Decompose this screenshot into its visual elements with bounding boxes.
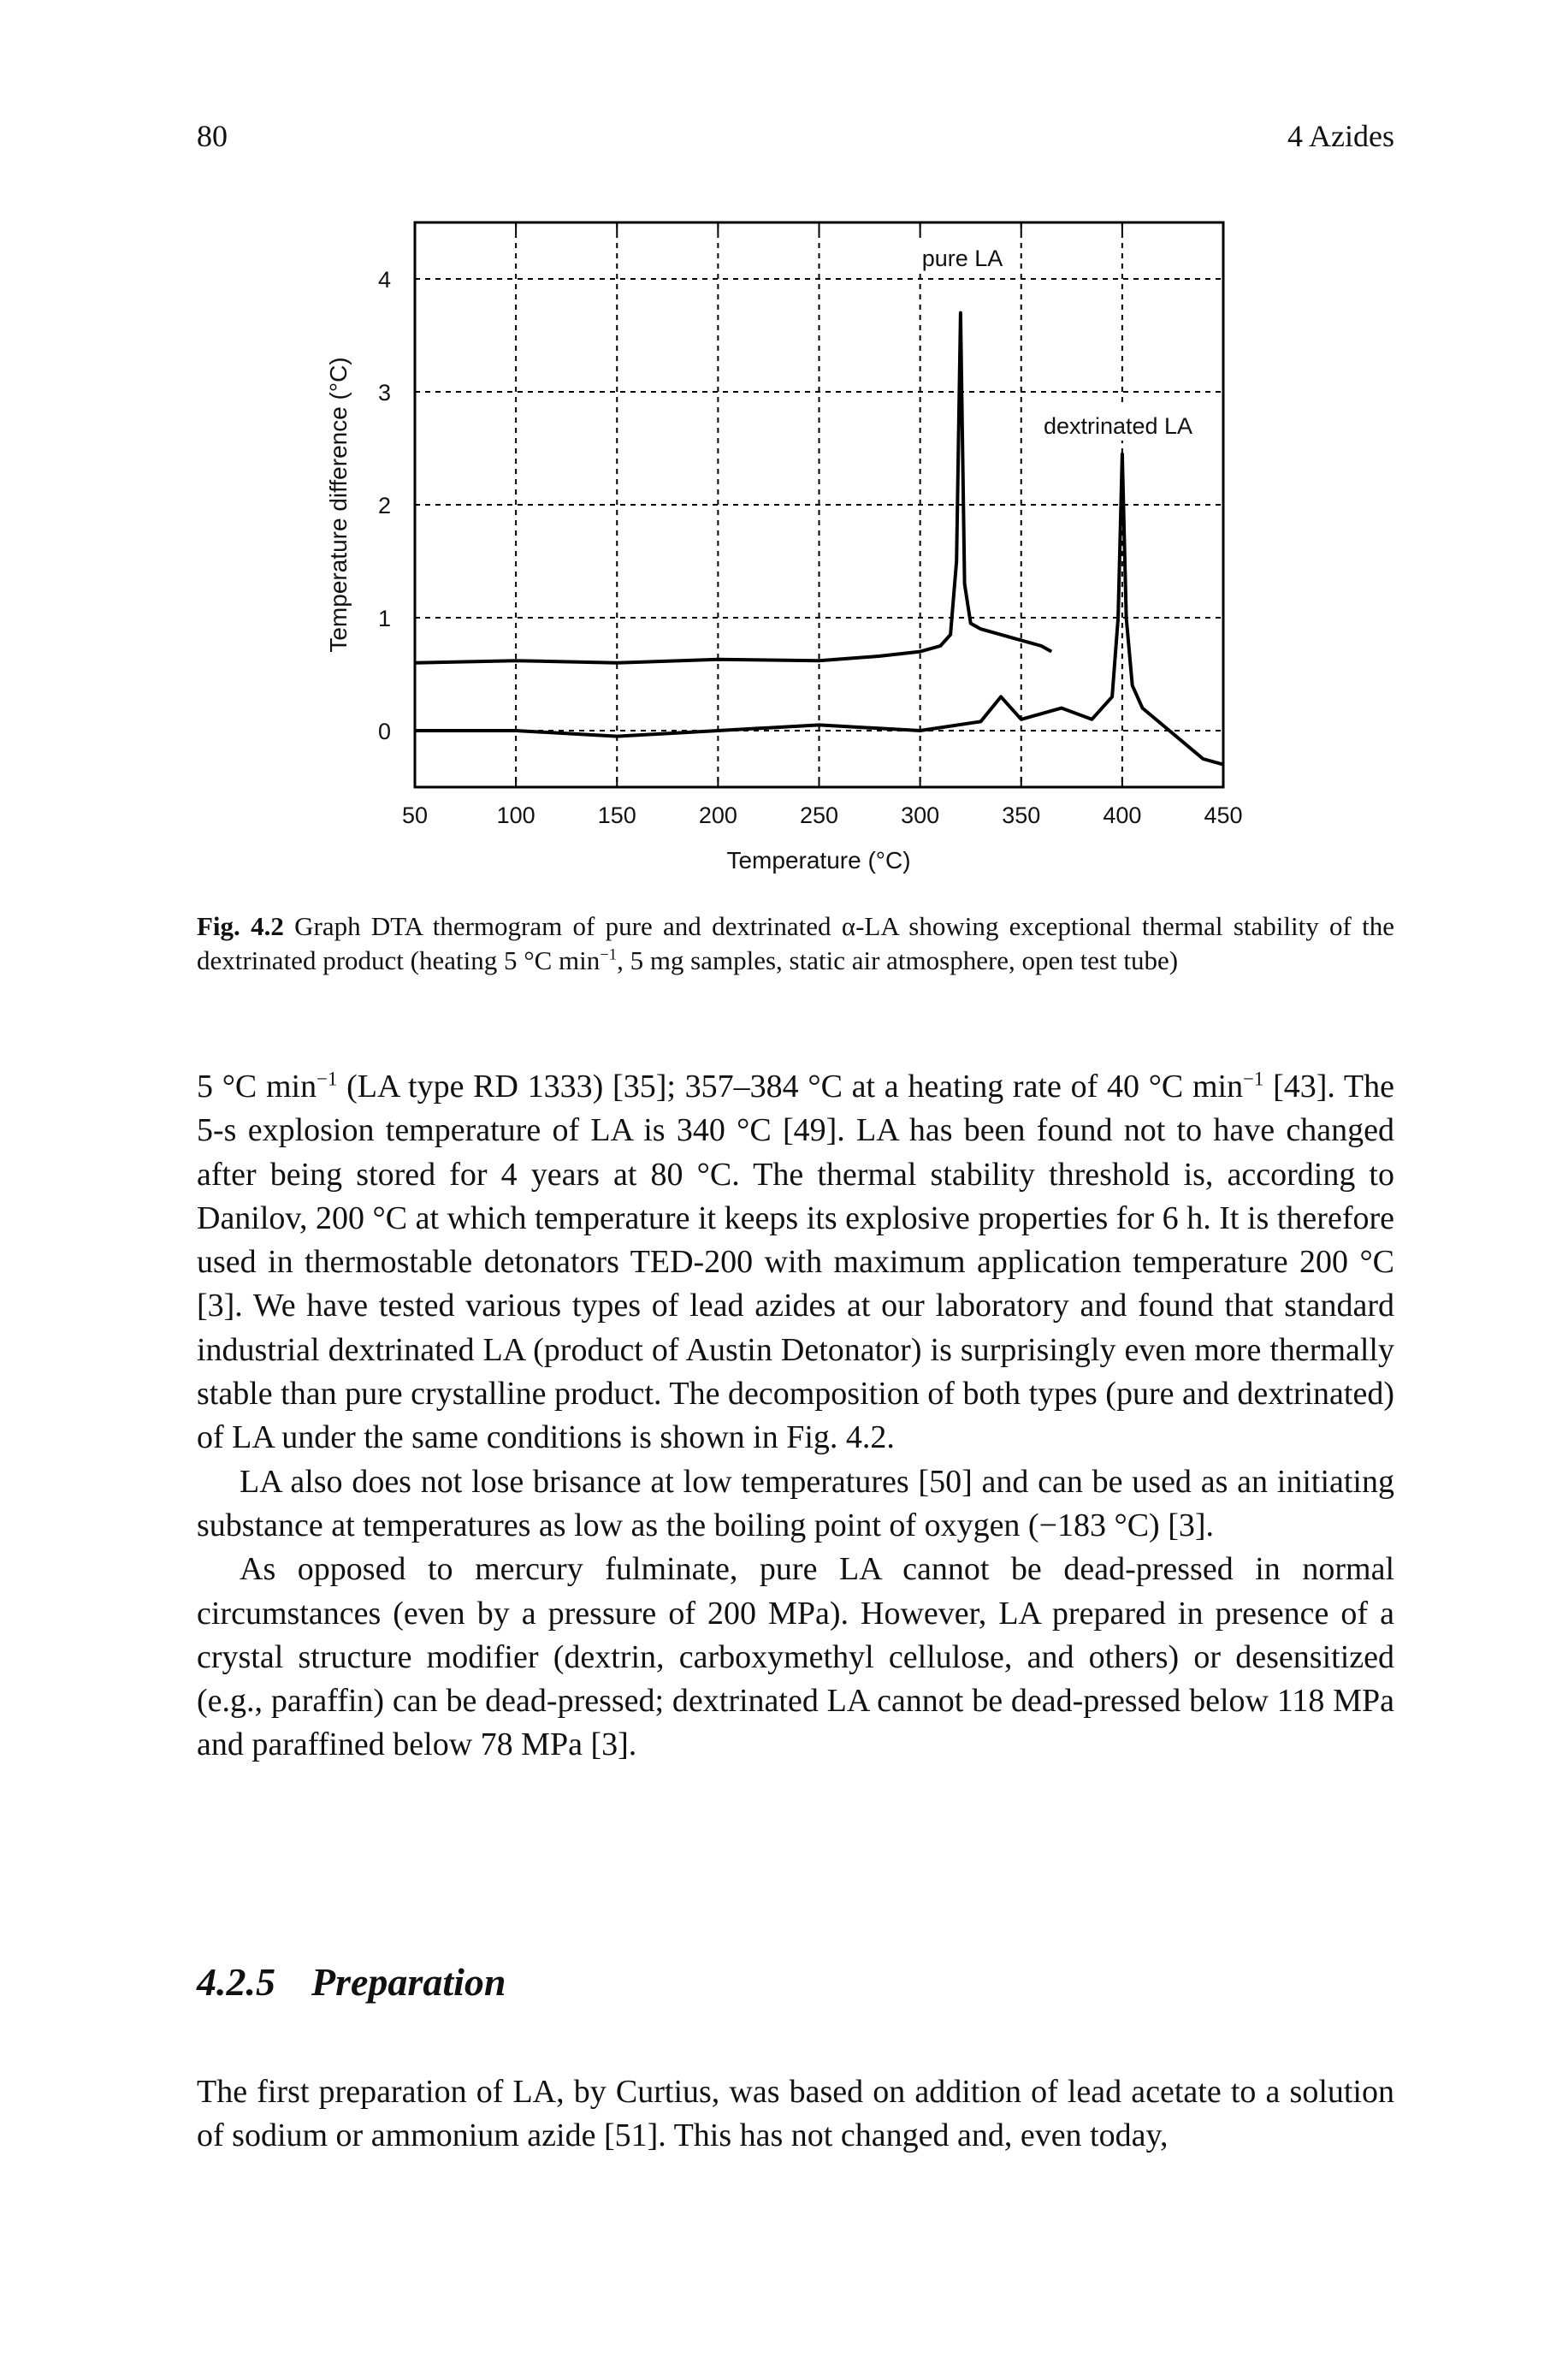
body-text: 5 °C min−1 (LA type RD 1333) [35]; 357–3… xyxy=(197,1065,1394,1768)
series-line-2 xyxy=(415,452,1224,767)
chart-series-layer xyxy=(414,311,1224,767)
pure-la-label-box xyxy=(911,240,1014,274)
x-tick-label: 200 xyxy=(699,803,737,828)
paragraph-2: LA also does not lose brisance at low te… xyxy=(197,1463,1394,1543)
dextrinated-la-label-box xyxy=(1031,406,1206,441)
x-tick-label: 450 xyxy=(1204,803,1242,828)
series-line-1 xyxy=(414,311,1053,665)
annotation-pure-la: pure LA xyxy=(922,246,1003,271)
y-tick-label: 3 xyxy=(378,380,391,406)
y-tick-label: 1 xyxy=(378,606,391,631)
x-tick-label: 150 xyxy=(598,803,636,828)
x-tick-label: 100 xyxy=(497,803,535,828)
x-tick-label: 300 xyxy=(901,803,939,828)
caption-text-end: , 5 mg samples, static air atmosphere, o… xyxy=(617,945,1179,975)
y-tick-label: 2 xyxy=(378,493,391,518)
p1-sup-2: −1 xyxy=(1243,1068,1264,1090)
paragraph-1: 5 °C min−1 (LA type RD 1333) [35]; 357–3… xyxy=(197,1065,1394,1460)
page-number: 80 xyxy=(197,119,228,153)
y-tick-label: 0 xyxy=(378,719,391,744)
p1-sup-1: −1 xyxy=(317,1068,338,1090)
section-paragraph: The first preparation of LA, by Curtius,… xyxy=(197,2074,1394,2154)
figure-caption: Fig. 4.2 Graph DTA thermogram of pure an… xyxy=(197,909,1394,978)
y-tick-labels: 0 1 2 3 4 xyxy=(378,267,391,744)
p1-run-2: (LA type RD 1333) [35]; 357–384 °C at a … xyxy=(337,1069,1244,1105)
x-axis-label: Temperature (°C) xyxy=(726,847,910,874)
caption-superscript: −1 xyxy=(600,945,618,964)
running-head: 80 4 Azides xyxy=(197,118,1394,161)
p1-run-3: [43]. The 5-s explosion temperature of L… xyxy=(197,1069,1394,1456)
x-tick-label: 400 xyxy=(1103,803,1141,828)
section-number: 4.2.5 xyxy=(197,1960,275,2004)
chart-grid xyxy=(414,222,1224,787)
section-title: Preparation xyxy=(311,1960,506,2004)
paragraph-3: As opposed to mercury fulminate, pure LA… xyxy=(197,1551,1394,1763)
x-tick-label: 50 xyxy=(402,803,428,828)
x-tick-labels: 50 100 150 200 250 300 350 400 450 xyxy=(402,803,1243,828)
dta-thermogram-chart: 50 100 150 200 250 300 350 400 450 0 1 2 3 4 pure LA… xyxy=(325,221,1243,874)
plot-frame xyxy=(413,221,1225,789)
figure-label: Fig. 4.2 xyxy=(197,911,284,941)
chapter-title: 4 Azides xyxy=(1287,119,1394,153)
x-tick-label: 350 xyxy=(1002,803,1040,828)
p1-run-1: 5 °C min xyxy=(197,1069,317,1105)
annotation-dextrinated-la: dextrinated LA xyxy=(1044,413,1192,439)
y-tick-label: 4 xyxy=(378,267,391,293)
caption-text: Graph DTA thermogram of pure and dextrin… xyxy=(197,911,1394,975)
section-heading: 4.2.5 Preparation xyxy=(197,1959,506,2005)
section-body: The first preparation of LA, by Curtius,… xyxy=(197,2070,1394,2159)
x-tick-label: 250 xyxy=(800,803,838,828)
y-axis-label: Temperature difference (°C) xyxy=(325,357,352,652)
